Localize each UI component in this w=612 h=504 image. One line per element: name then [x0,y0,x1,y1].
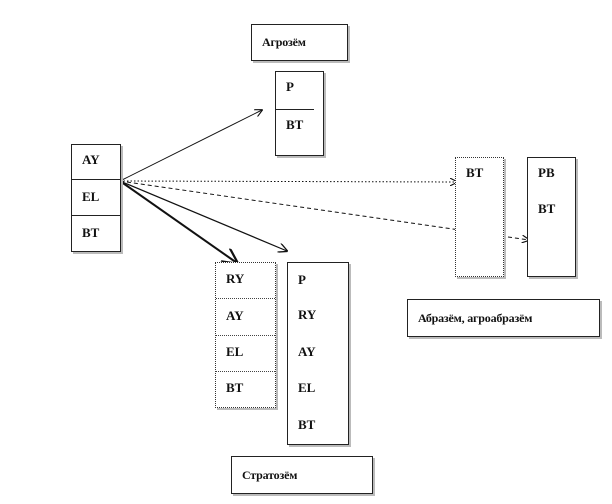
horizon-ry: RY [298,307,317,322]
horizon-bt: BT [226,380,244,395]
horizon-bt: BT [286,117,304,132]
horizon-pb: PB [538,165,555,180]
source-profile: AY EL BT [71,144,121,252]
horizon-bt: BT [298,417,316,432]
horizon-bt: BT [82,225,100,240]
horizon-ry: RY [216,263,275,299]
abrazem-profile-pb: PB BT [527,157,576,277]
horizon-p: P [298,272,306,287]
horizon-ay: AY [298,344,316,359]
horizon-ay: AY [216,299,275,336]
arrow-to-abrazem-bt [119,181,457,182]
horizon-bt: BT [538,201,556,216]
arrow-to-stratozem-right [119,180,287,251]
horizon-divider [276,109,314,110]
abrazem-profile-bt: BT [455,157,504,277]
horizon-el: EL [216,336,275,372]
stratozem-profile-left: RY AY EL BT [215,262,276,408]
horizon-p: P [286,79,294,94]
horizon-ay: AY [72,145,120,180]
agrozem-profile: P BT [275,71,324,156]
horizon-el: EL [298,380,316,395]
abrazem-label: Абразём, агроабразём [407,299,600,337]
agrozem-label: Агрозём [251,24,348,61]
stratozem-label: Стратозём [231,456,373,494]
arrow-to-stratozem-left [119,180,237,263]
stratozem-profile-right: P RY AY EL BT [287,262,349,445]
arrow-to-agrozem [119,110,262,182]
horizon-bt: BT [466,165,484,180]
horizon-el: EL [72,180,120,216]
